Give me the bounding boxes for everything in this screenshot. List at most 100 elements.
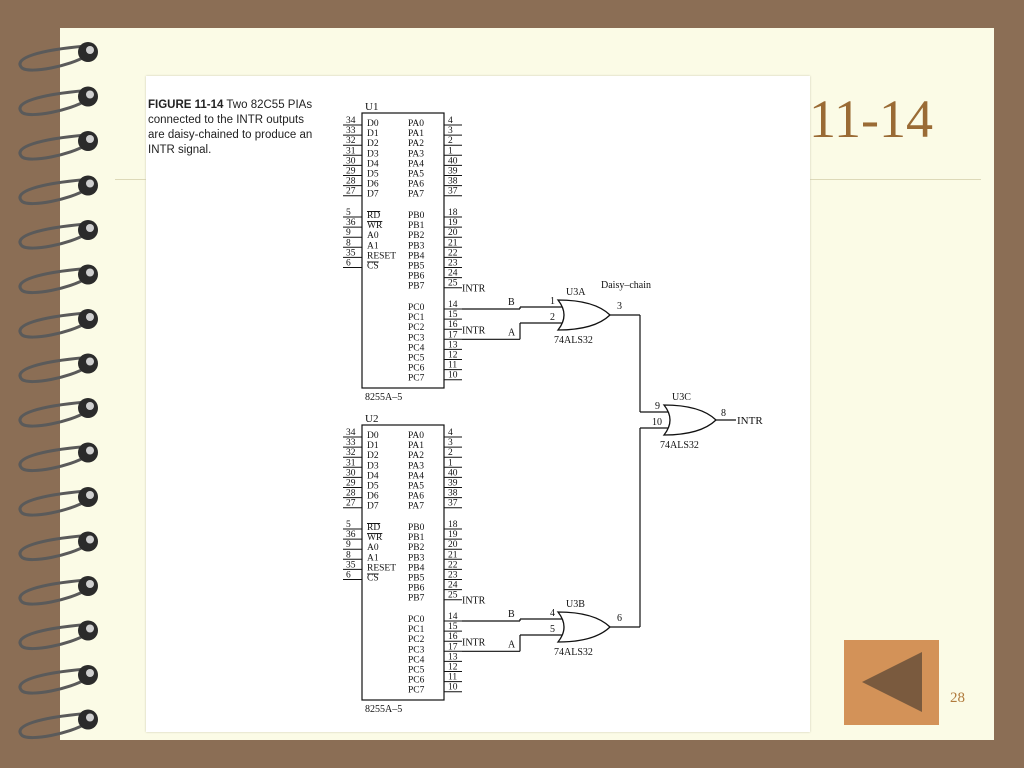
pin-number: 32 [346,136,356,146]
spiral-highlight [86,446,94,455]
pin-number: 12 [448,351,458,361]
spiral-highlight [86,224,94,232]
intr-label: INTR [462,637,486,648]
back-button[interactable] [844,640,939,725]
pin-number: 5 [346,208,351,218]
pin-label: D5 [367,482,379,492]
pin-number: 25 [448,279,458,289]
pin-label: RD [367,523,380,533]
spiral-highlight [86,46,94,54]
pin-label: PA0 [408,119,424,129]
spiral-coil [18,578,87,606]
pin-number: 40 [448,468,458,478]
spiral-highlight [86,179,94,188]
pin-number: 28 [346,177,356,187]
pin-label: PA5 [408,482,424,492]
spiral-coil [18,178,87,206]
pin-label: PC1 [408,313,425,323]
spiral-highlight [86,402,94,410]
pin-label: D2 [367,451,379,461]
pin-label: PB4 [408,251,425,261]
pin-label: PC4 [408,655,425,665]
pin-number: 14 [448,300,458,310]
scanned-figure [146,76,810,732]
pin-number: 1 [448,146,453,156]
pin-label: A0 [367,543,379,553]
pin-label: PC0 [408,615,425,625]
pin-number: 27 [346,499,356,509]
pin-label: PC2 [408,635,425,645]
pin-number: 4 [448,428,453,438]
pin-label: PB0 [408,211,425,221]
pin-number: 11 [448,673,457,683]
pin-label: WR [367,221,383,231]
pin-number: 20 [448,540,458,550]
pin-number: 2 [448,448,453,458]
pin-label: RESET [367,251,396,261]
pin-label: PC1 [408,625,425,635]
pin-number: 27 [346,187,356,197]
wire-label-a: A [508,639,516,650]
spiral-coil [18,133,87,161]
pin-label: PB2 [408,543,425,553]
pin-label: D1 [367,441,379,451]
spiral-highlight [86,268,94,277]
pin-label: D0 [367,431,379,441]
pin-label: PA3 [408,461,424,471]
pin-label: PB7 [408,594,425,604]
spiral-highlight [86,713,94,722]
pin-label: PC3 [408,333,425,343]
gate-pin-number: 6 [617,613,622,624]
intr-label: INTR [462,325,486,336]
gate-pin-number: 2 [550,312,555,323]
chip-part: 8255A–5 [365,704,402,715]
pin-number: 10 [448,683,458,693]
gate-part: 74ALS32 [554,335,593,346]
spiral-coil [18,356,87,384]
pin-number: 33 [346,438,356,448]
pin-number: 10 [448,371,458,381]
spiral-coil [18,400,87,428]
pin-label: A1 [367,241,379,251]
pin-number: 34 [346,116,356,126]
pin-number: 29 [346,167,356,177]
pin-number: 38 [448,177,458,187]
spiral-coil [18,623,87,651]
gate-note: Daisy–chain [601,280,651,291]
pin-number: 39 [448,167,458,177]
pin-label: A0 [367,231,379,241]
pin-label: D7 [367,502,379,512]
pin-label: PB3 [408,553,425,563]
pin-label: D0 [367,119,379,129]
pin-number: 11 [448,361,457,371]
pin-label: PA4 [408,159,424,169]
pin-number: 23 [448,259,458,269]
gate-pin-number: 1 [550,296,555,307]
pin-label: PB0 [408,523,425,533]
pin-label: PA5 [408,170,424,180]
or-gate-symbol [556,299,611,331]
pin-label: D3 [367,461,379,471]
pin-label: PC7 [408,686,425,696]
gate-pin-number: 5 [550,624,555,635]
pin-number: 35 [346,248,356,258]
spiral-binding [18,42,98,740]
wire-label-a: A [508,327,516,338]
pin-number: 23 [448,571,458,581]
pin-number: 3 [448,438,453,448]
spiral-coil [18,489,87,517]
pin-label: PC7 [408,374,425,384]
pin-number: 2 [448,136,453,146]
pin-label: PA2 [408,451,424,461]
caption-label: FIGURE 11-14 [148,99,224,111]
wire-label-b: B [508,297,515,308]
spiral-coil [18,445,87,473]
chip-name: U2 [365,413,378,425]
pin-label: PC2 [408,323,425,333]
gate-pin-number: 4 [550,608,555,619]
pin-number: 3 [448,126,453,136]
spiral-highlight [86,491,94,499]
